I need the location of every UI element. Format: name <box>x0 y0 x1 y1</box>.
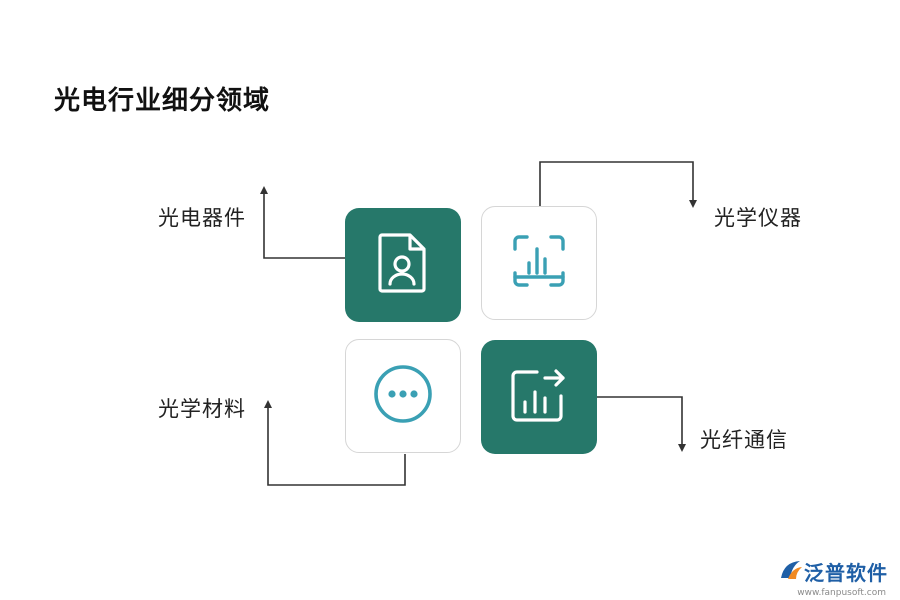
user-document-icon <box>376 231 430 299</box>
brand-logo: 泛普软件 <box>778 557 888 586</box>
label-optical-instruments: 光学仪器 <box>714 206 802 230</box>
connector-top-left <box>260 186 345 259</box>
fanpu-logo-icon <box>778 558 804 586</box>
tile-fiber-communication <box>481 340 597 454</box>
brand-url: www.fanpusoft.com <box>797 588 886 598</box>
label-fiber-communication: 光纤通信 <box>700 428 788 452</box>
label-optoelectronic-devices: 光电器件 <box>158 206 246 230</box>
connector-bottom-right <box>597 396 686 452</box>
brand-name: 泛普软件 <box>804 561 888 585</box>
tile-optoelectronic-devices <box>345 208 461 322</box>
page-title: 光电行业细分领域 <box>54 86 271 116</box>
connector-top-right <box>539 161 697 208</box>
label-optical-materials: 光学材料 <box>158 397 246 421</box>
ellipsis-circle-icon <box>372 363 434 429</box>
chart-share-icon <box>509 366 569 428</box>
connector-bottom-left <box>264 400 406 486</box>
tile-optical-materials <box>345 339 461 453</box>
tile-optical-instruments <box>481 206 597 320</box>
scan-chart-icon <box>511 233 567 293</box>
